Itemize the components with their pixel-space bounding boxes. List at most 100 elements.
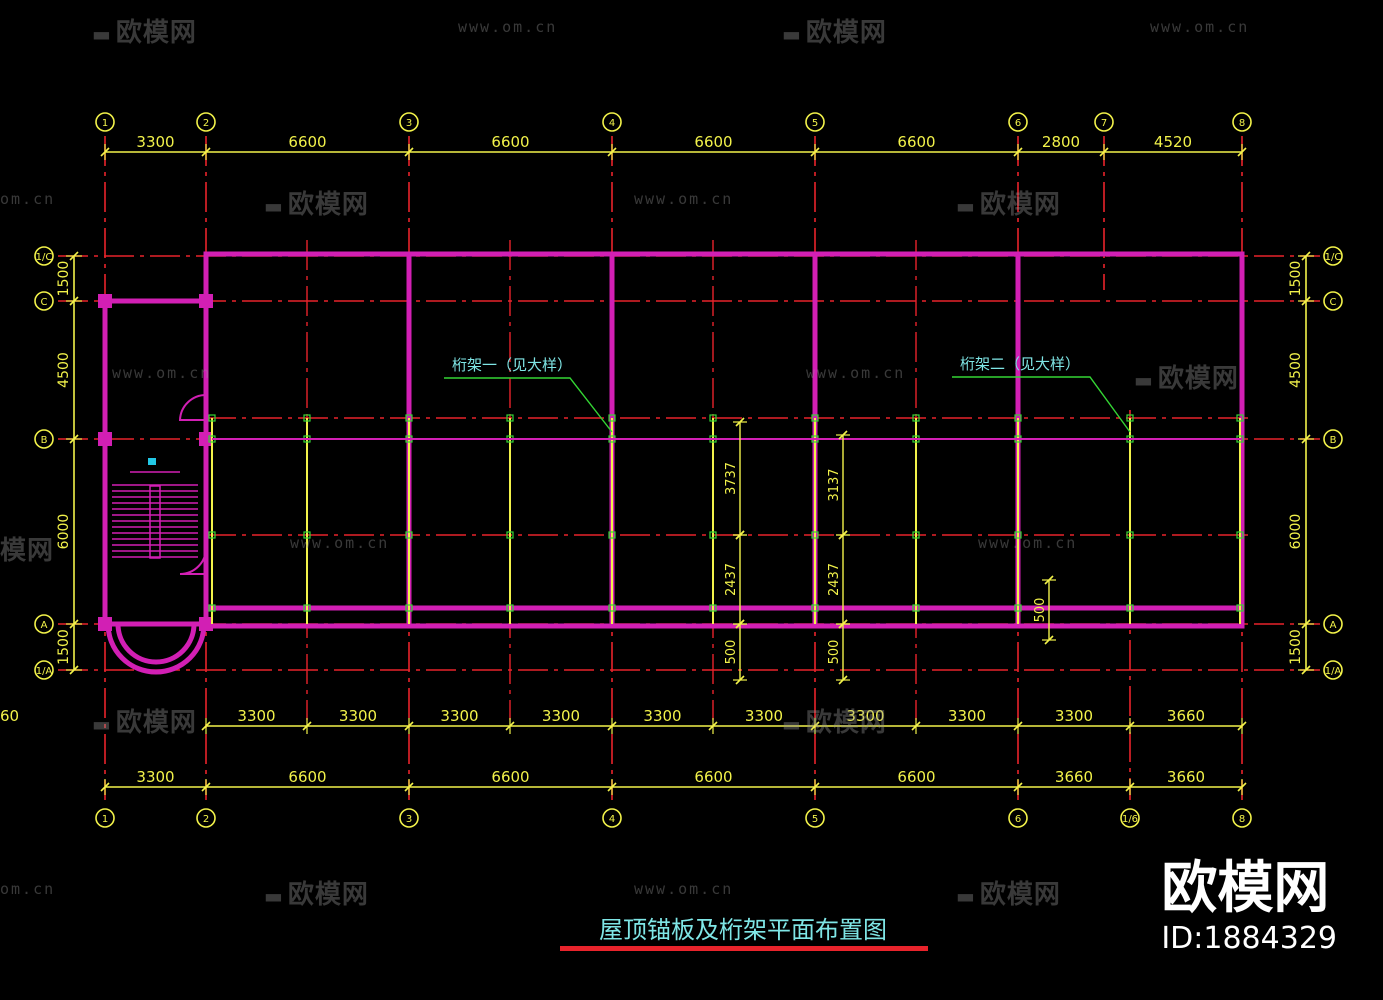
truss-node [506, 531, 514, 539]
stair [112, 458, 198, 559]
axis-bubble-label: A [41, 620, 48, 631]
truss-node [709, 531, 717, 539]
dim-label: 6600 [694, 768, 732, 786]
dim-tick [1013, 721, 1023, 731]
axis-bubble [34, 614, 54, 634]
truss-node [405, 531, 413, 539]
axis-bubble-label: 3 [406, 814, 412, 825]
stair-bay-arc-inner [115, 623, 197, 665]
dim-tick [838, 619, 848, 629]
stair-marker [148, 458, 156, 465]
truss-label-1: 桁架一（见大样） [452, 356, 572, 374]
dim-label: 3737 [724, 462, 739, 495]
dim-tick [838, 530, 848, 540]
drawing-title: 屋顶锚板及桁架平面布置图 [599, 916, 887, 944]
dim-tick [1301, 665, 1311, 675]
truss-node [1236, 414, 1244, 422]
dim-label: 4520 [1154, 133, 1192, 151]
dim-tick [1301, 296, 1311, 306]
axis-bubble [95, 112, 115, 132]
truss-node [303, 604, 311, 612]
axis-bubble-label: 1 [102, 814, 108, 825]
dim-label: 6600 [491, 133, 529, 151]
dim-tick [1013, 782, 1023, 792]
dim-label: 1500 [1288, 629, 1304, 665]
truss-node [506, 414, 514, 422]
dim-label: 3660 [0, 707, 19, 725]
column [199, 294, 213, 308]
dim-tick [1013, 147, 1023, 157]
door-arc [179, 547, 207, 575]
truss-node [1126, 604, 1134, 612]
dim-label: 6600 [288, 768, 326, 786]
dim-label: 2800 [1042, 133, 1080, 151]
axis-bubble-label: C [41, 297, 48, 308]
axis-bubble-label: 6 [1015, 118, 1021, 129]
dim-label: 3137 [827, 468, 842, 501]
dimension-lines: 3300 6600 6600 6600 6600 2800 4520 3300 3300 3300… [0, 133, 1314, 795]
dim-tick [201, 782, 211, 792]
axis-bubble-label: 2 [203, 118, 209, 129]
dim-label: 3660 [1055, 768, 1093, 786]
dim-tick [1301, 434, 1311, 444]
dim-label: 6600 [694, 133, 732, 151]
truss-node [912, 531, 920, 539]
dim-label: 3300 [948, 707, 986, 725]
axis-bubble [196, 112, 216, 132]
column [98, 617, 112, 631]
dim-label: 3300 [440, 707, 478, 725]
dim-tick [1044, 635, 1054, 645]
dim-tick [1237, 782, 1247, 792]
axis-bubble-label: 1/C [36, 252, 53, 263]
dim-label: 3300 [643, 707, 681, 725]
dim-tick [69, 619, 79, 629]
column [98, 294, 112, 308]
dim-tick [69, 296, 79, 306]
axis-bubble [1323, 291, 1343, 311]
dim-tick [505, 721, 515, 731]
annotations: 桁架一（见大样）桁架二（见大样） [444, 355, 1131, 433]
dim-label: 3300 [136, 133, 174, 151]
dim-tick [735, 530, 745, 540]
truss-node [208, 604, 216, 612]
truss-node [811, 414, 819, 422]
axis-bubble-label: 5 [812, 118, 818, 129]
axis-bubble [34, 660, 54, 680]
truss-node [303, 414, 311, 422]
dim-tick [100, 147, 110, 157]
axis-bubble-label: 1/6 [1122, 814, 1138, 825]
dim-label: 6600 [897, 768, 935, 786]
truss-node [709, 414, 717, 422]
dim-label: 6600 [288, 133, 326, 151]
dim-tick [69, 251, 79, 261]
dim-label: 4500 [56, 352, 72, 388]
dim-tick [708, 721, 718, 731]
dim-label: 1500 [1288, 261, 1304, 297]
dim-tick [1099, 147, 1109, 157]
dim-tick [404, 721, 414, 731]
leader-line [952, 376, 1131, 433]
truss-node [405, 604, 413, 612]
dim-tick [735, 675, 745, 685]
dim-tick [404, 147, 414, 157]
dim-tick [69, 434, 79, 444]
truss-node [912, 604, 920, 612]
axis-bubble [34, 429, 54, 449]
door-arc [178, 394, 207, 421]
axis-bubble-label: B [1330, 435, 1337, 446]
dim-label: 3300 [339, 707, 377, 725]
dim-tick [810, 782, 820, 792]
dim-tick [1237, 721, 1247, 731]
truss-node [303, 531, 311, 539]
axis-bubble [1120, 808, 1140, 828]
dim-label: 3300 [542, 707, 580, 725]
axis-bubble [399, 808, 419, 828]
axis-bubble [196, 808, 216, 828]
truss-node [811, 531, 819, 539]
dim-tick [1237, 147, 1247, 157]
axis-bubble [34, 291, 54, 311]
dim-tick [838, 675, 848, 685]
dim-tick [1125, 782, 1135, 792]
